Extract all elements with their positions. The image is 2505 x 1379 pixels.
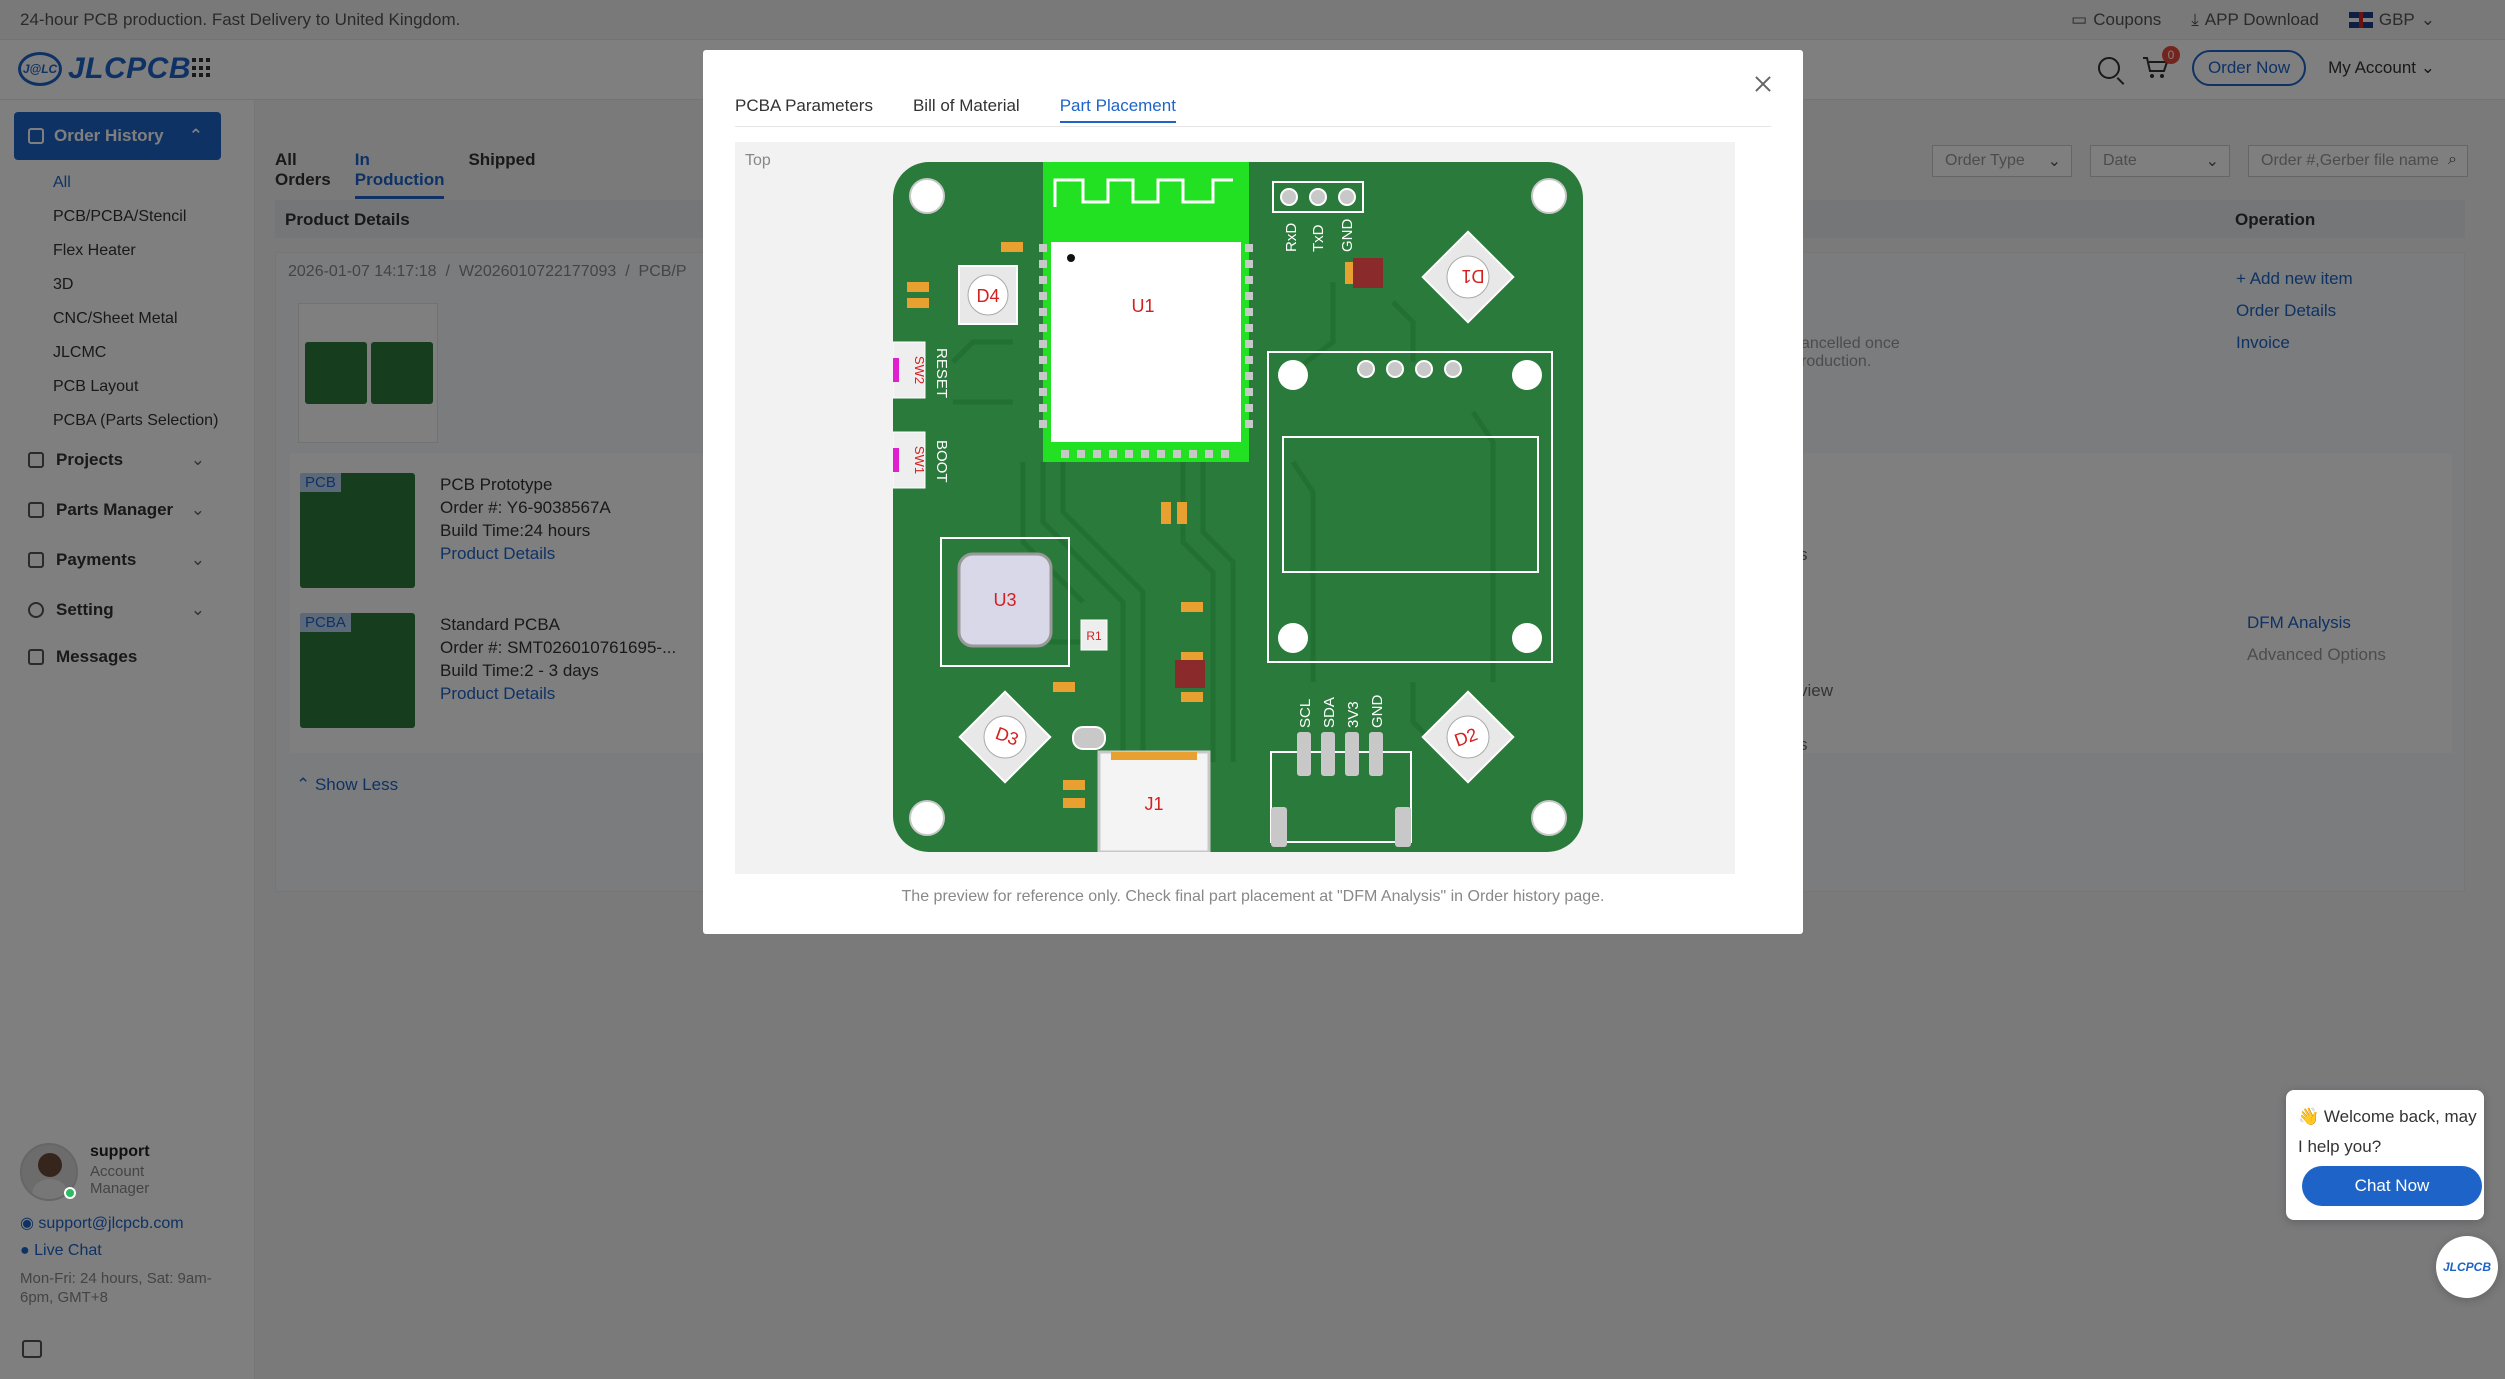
sw1-pad bbox=[893, 448, 899, 472]
close-icon[interactable] bbox=[1753, 74, 1773, 94]
boot-label: BOOT bbox=[933, 440, 950, 483]
u3-chip bbox=[957, 552, 1053, 648]
chat-launcher-button[interactable]: JLCPCB bbox=[2436, 1236, 2498, 1298]
d2-led bbox=[1421, 690, 1515, 784]
svg-text:RxD: RxD bbox=[1283, 223, 1300, 252]
i2c-connector-outline bbox=[1270, 751, 1412, 843]
j1-label: J1 bbox=[1144, 794, 1163, 814]
svg-text:SCL: SCL bbox=[1297, 699, 1314, 728]
svg-text:3V3: 3V3 bbox=[1345, 701, 1362, 728]
online-status-dot bbox=[64, 1187, 76, 1199]
display-window bbox=[1282, 436, 1539, 573]
part-placement-modal: PCBA Parameters Bill of Material Part Pl… bbox=[703, 50, 1803, 934]
svg-text:GND: GND bbox=[1369, 695, 1386, 729]
svg-text:SDA: SDA bbox=[1321, 697, 1338, 728]
u3-label: U3 bbox=[993, 590, 1016, 610]
uart-header bbox=[1272, 181, 1364, 213]
sw2-pad bbox=[893, 358, 899, 382]
svg-text:GND: GND bbox=[1339, 219, 1356, 253]
chat-message: 👋 Welcome back, may I help you? bbox=[2298, 1107, 2477, 1156]
d3-led bbox=[958, 690, 1052, 784]
smd-passives bbox=[907, 242, 1355, 808]
modal-tabs: PCBA Parameters Bill of Material Part Pl… bbox=[735, 96, 1176, 123]
sw2-label: SW2 bbox=[912, 356, 927, 384]
board-side-label: Top bbox=[745, 152, 771, 169]
u1-shield bbox=[1051, 242, 1241, 442]
tab-pcba-parameters[interactable]: PCBA Parameters bbox=[735, 96, 873, 115]
reset-label: RESET bbox=[933, 348, 950, 398]
display-pins bbox=[1357, 360, 1462, 378]
j1-usb-connector bbox=[1097, 750, 1211, 852]
placement-preview: Top bbox=[735, 142, 1735, 874]
r1-label: R1 bbox=[1086, 629, 1102, 643]
sw1-label: SW1 bbox=[912, 446, 927, 474]
tab-bill-of-material[interactable]: Bill of Material bbox=[912, 96, 1020, 115]
tabs-divider bbox=[735, 126, 1771, 127]
i2c-labels: SCL SDA 3V3 GND bbox=[1297, 695, 1386, 729]
u1-side-pads bbox=[1039, 244, 1253, 458]
svg-text:TxD: TxD bbox=[1310, 224, 1327, 252]
antenna-icon bbox=[1053, 178, 1233, 207]
preview-note: The preview for reference only. Check fi… bbox=[901, 888, 1605, 905]
mounting-holes bbox=[909, 178, 1567, 836]
u3-outline bbox=[940, 537, 1070, 667]
u1-label: U1 bbox=[1131, 296, 1154, 316]
r1-component bbox=[1080, 619, 1108, 651]
pcb-top-view: U1 RxD TxD GND D4 bbox=[893, 162, 1583, 852]
d1-led bbox=[1421, 230, 1515, 324]
j1-pins bbox=[1111, 752, 1197, 760]
d4-label: D4 bbox=[976, 286, 999, 306]
chat-now-button[interactable]: Chat Now bbox=[2302, 1166, 2482, 1206]
regulator-chip bbox=[1353, 258, 1383, 288]
i2c-connector-pins bbox=[1271, 732, 1411, 847]
display-mount-holes bbox=[1278, 360, 1542, 653]
chat-widget: 👋 Welcome back, may I help you? Chat Now bbox=[2286, 1090, 2484, 1220]
display-outline bbox=[1267, 351, 1553, 663]
d1-label: D1 bbox=[1461, 266, 1484, 286]
tab-part-placement[interactable]: Part Placement bbox=[1059, 96, 1176, 123]
pcb-traces bbox=[951, 282, 1496, 764]
uart-pins bbox=[1280, 188, 1356, 206]
crystal bbox=[1072, 726, 1106, 750]
uart-labels: RxD TxD GND bbox=[1283, 219, 1356, 253]
mosfet-chip bbox=[1175, 660, 1205, 688]
